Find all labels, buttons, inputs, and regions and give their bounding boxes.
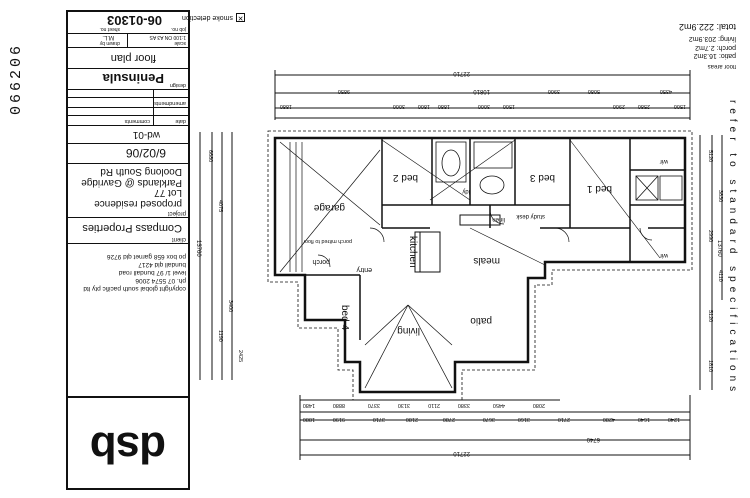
dim-top-5: 1880 bbox=[438, 103, 450, 109]
dim-left-2: 4075 bbox=[217, 200, 223, 212]
room-ldy: ldy bbox=[462, 188, 470, 194]
dimension-labels: 22710 10810 22710 6740 13760 13760 1880 … bbox=[195, 70, 723, 456]
room-living: living bbox=[397, 325, 420, 336]
dim-top-7: 1500 bbox=[503, 103, 515, 109]
dim-top-4: 1800 bbox=[418, 103, 430, 109]
dim-bottom-1: 1880 bbox=[303, 416, 315, 422]
dim-right-3: 2990 bbox=[707, 230, 713, 242]
room-meals: meals bbox=[473, 255, 500, 266]
dim-bottom2-8: 2080 bbox=[533, 402, 545, 408]
dim-top-1: 1880 bbox=[280, 103, 292, 109]
room-kitchen: kitchen bbox=[407, 236, 418, 268]
dim-bottom-7: 3160 bbox=[518, 416, 530, 422]
top-dimension-chains bbox=[274, 70, 691, 120]
dim-bottom-5: 2780 bbox=[443, 416, 455, 422]
left-dimension-chains bbox=[199, 132, 233, 380]
dim-bottom-8: 2710 bbox=[558, 416, 570, 422]
dim-right-5: 5120 bbox=[707, 310, 713, 322]
dim-left-5: 2425 bbox=[237, 350, 243, 362]
room-study-desk: study desk bbox=[515, 213, 545, 219]
dim-top-6: 3000 bbox=[478, 103, 490, 109]
dim-bottom2-4: 3130 bbox=[398, 402, 410, 408]
porch-note: porch mitred to floor bbox=[303, 238, 352, 244]
dim-top-2: 9850 bbox=[338, 88, 350, 94]
dim-bottom2-2: 8880 bbox=[333, 402, 345, 408]
dim-right-6: 1810 bbox=[707, 360, 713, 372]
dim-bottom-6: 3670 bbox=[483, 416, 495, 422]
room-bed-3: bed 3 bbox=[530, 172, 555, 183]
dim-top-3: 3000 bbox=[393, 103, 405, 109]
garage-roof-lines bbox=[279, 141, 381, 273]
dim-right-1: 5120 bbox=[707, 150, 713, 162]
living-roof-lines bbox=[364, 304, 453, 389]
dim-top-overall: 22710 bbox=[453, 70, 470, 76]
room-wir-1: wir bbox=[659, 158, 669, 165]
dim-top-11: 2580 bbox=[638, 103, 650, 109]
dim-bottom2-7: 4450 bbox=[493, 402, 505, 408]
dim-bottom-sub: 6740 bbox=[586, 436, 600, 442]
dim-top-10: 2900 bbox=[613, 103, 625, 109]
dim-bottom-overall: 22710 bbox=[453, 450, 470, 456]
room-patio: patio bbox=[470, 315, 492, 326]
room-labels: garage bed 2 bed 3 bed 1 kitchen meals l… bbox=[312, 158, 669, 336]
roof-hip-lines bbox=[381, 139, 661, 266]
external-walls bbox=[273, 136, 687, 394]
dim-bottom2-5: 2110 bbox=[428, 402, 440, 408]
room-bed-4: bed 4 bbox=[339, 305, 350, 330]
dim-left-4: 1190 bbox=[217, 330, 223, 342]
dim-bottom-11: 1240 bbox=[668, 416, 680, 422]
right-dimension-chains bbox=[699, 135, 723, 390]
dim-bottom-4: 2180 bbox=[406, 416, 418, 422]
dim-bottom-3: 3710 bbox=[373, 416, 385, 422]
room-linen: linen bbox=[492, 216, 505, 222]
dim-bottom-10: 1640 bbox=[638, 416, 650, 422]
room-garage: garage bbox=[313, 202, 345, 213]
dim-right-2: 3830 bbox=[717, 190, 723, 202]
dim-bottom2-3: 3370 bbox=[368, 402, 380, 408]
dim-left-3: 3400 bbox=[227, 300, 233, 312]
room-wir-2: wir bbox=[659, 252, 669, 259]
dim-top-12: 4350 bbox=[660, 88, 672, 94]
dim-top-13: 1500 bbox=[674, 103, 686, 109]
room-porch: porch bbox=[312, 258, 330, 265]
dim-right-4: 4110 bbox=[717, 270, 723, 282]
door-swings bbox=[317, 209, 653, 268]
dim-top-sub: 10810 bbox=[473, 88, 490, 94]
dim-bottom-2: 9190 bbox=[333, 416, 345, 422]
room-bed-2: bed 2 bbox=[393, 172, 418, 183]
dim-top-9: 5080 bbox=[588, 88, 600, 94]
kitchen-bench bbox=[414, 214, 501, 273]
eave-lines bbox=[267, 130, 693, 401]
dim-left-1: 6680 bbox=[207, 150, 213, 162]
dim-bottom2-6: 3380 bbox=[458, 402, 470, 408]
dim-left-overall: 13760 bbox=[195, 240, 201, 257]
dim-bottom-9: 4280 bbox=[603, 416, 615, 422]
room-bed-1: bed 1 bbox=[587, 183, 612, 194]
room-entry: entry bbox=[356, 266, 372, 273]
dim-right-overall: 13760 bbox=[716, 240, 722, 257]
wet-area-fixtures bbox=[435, 141, 683, 201]
dim-top-8: 3900 bbox=[548, 88, 560, 94]
dim-bottom2-1: 1480 bbox=[303, 402, 315, 408]
